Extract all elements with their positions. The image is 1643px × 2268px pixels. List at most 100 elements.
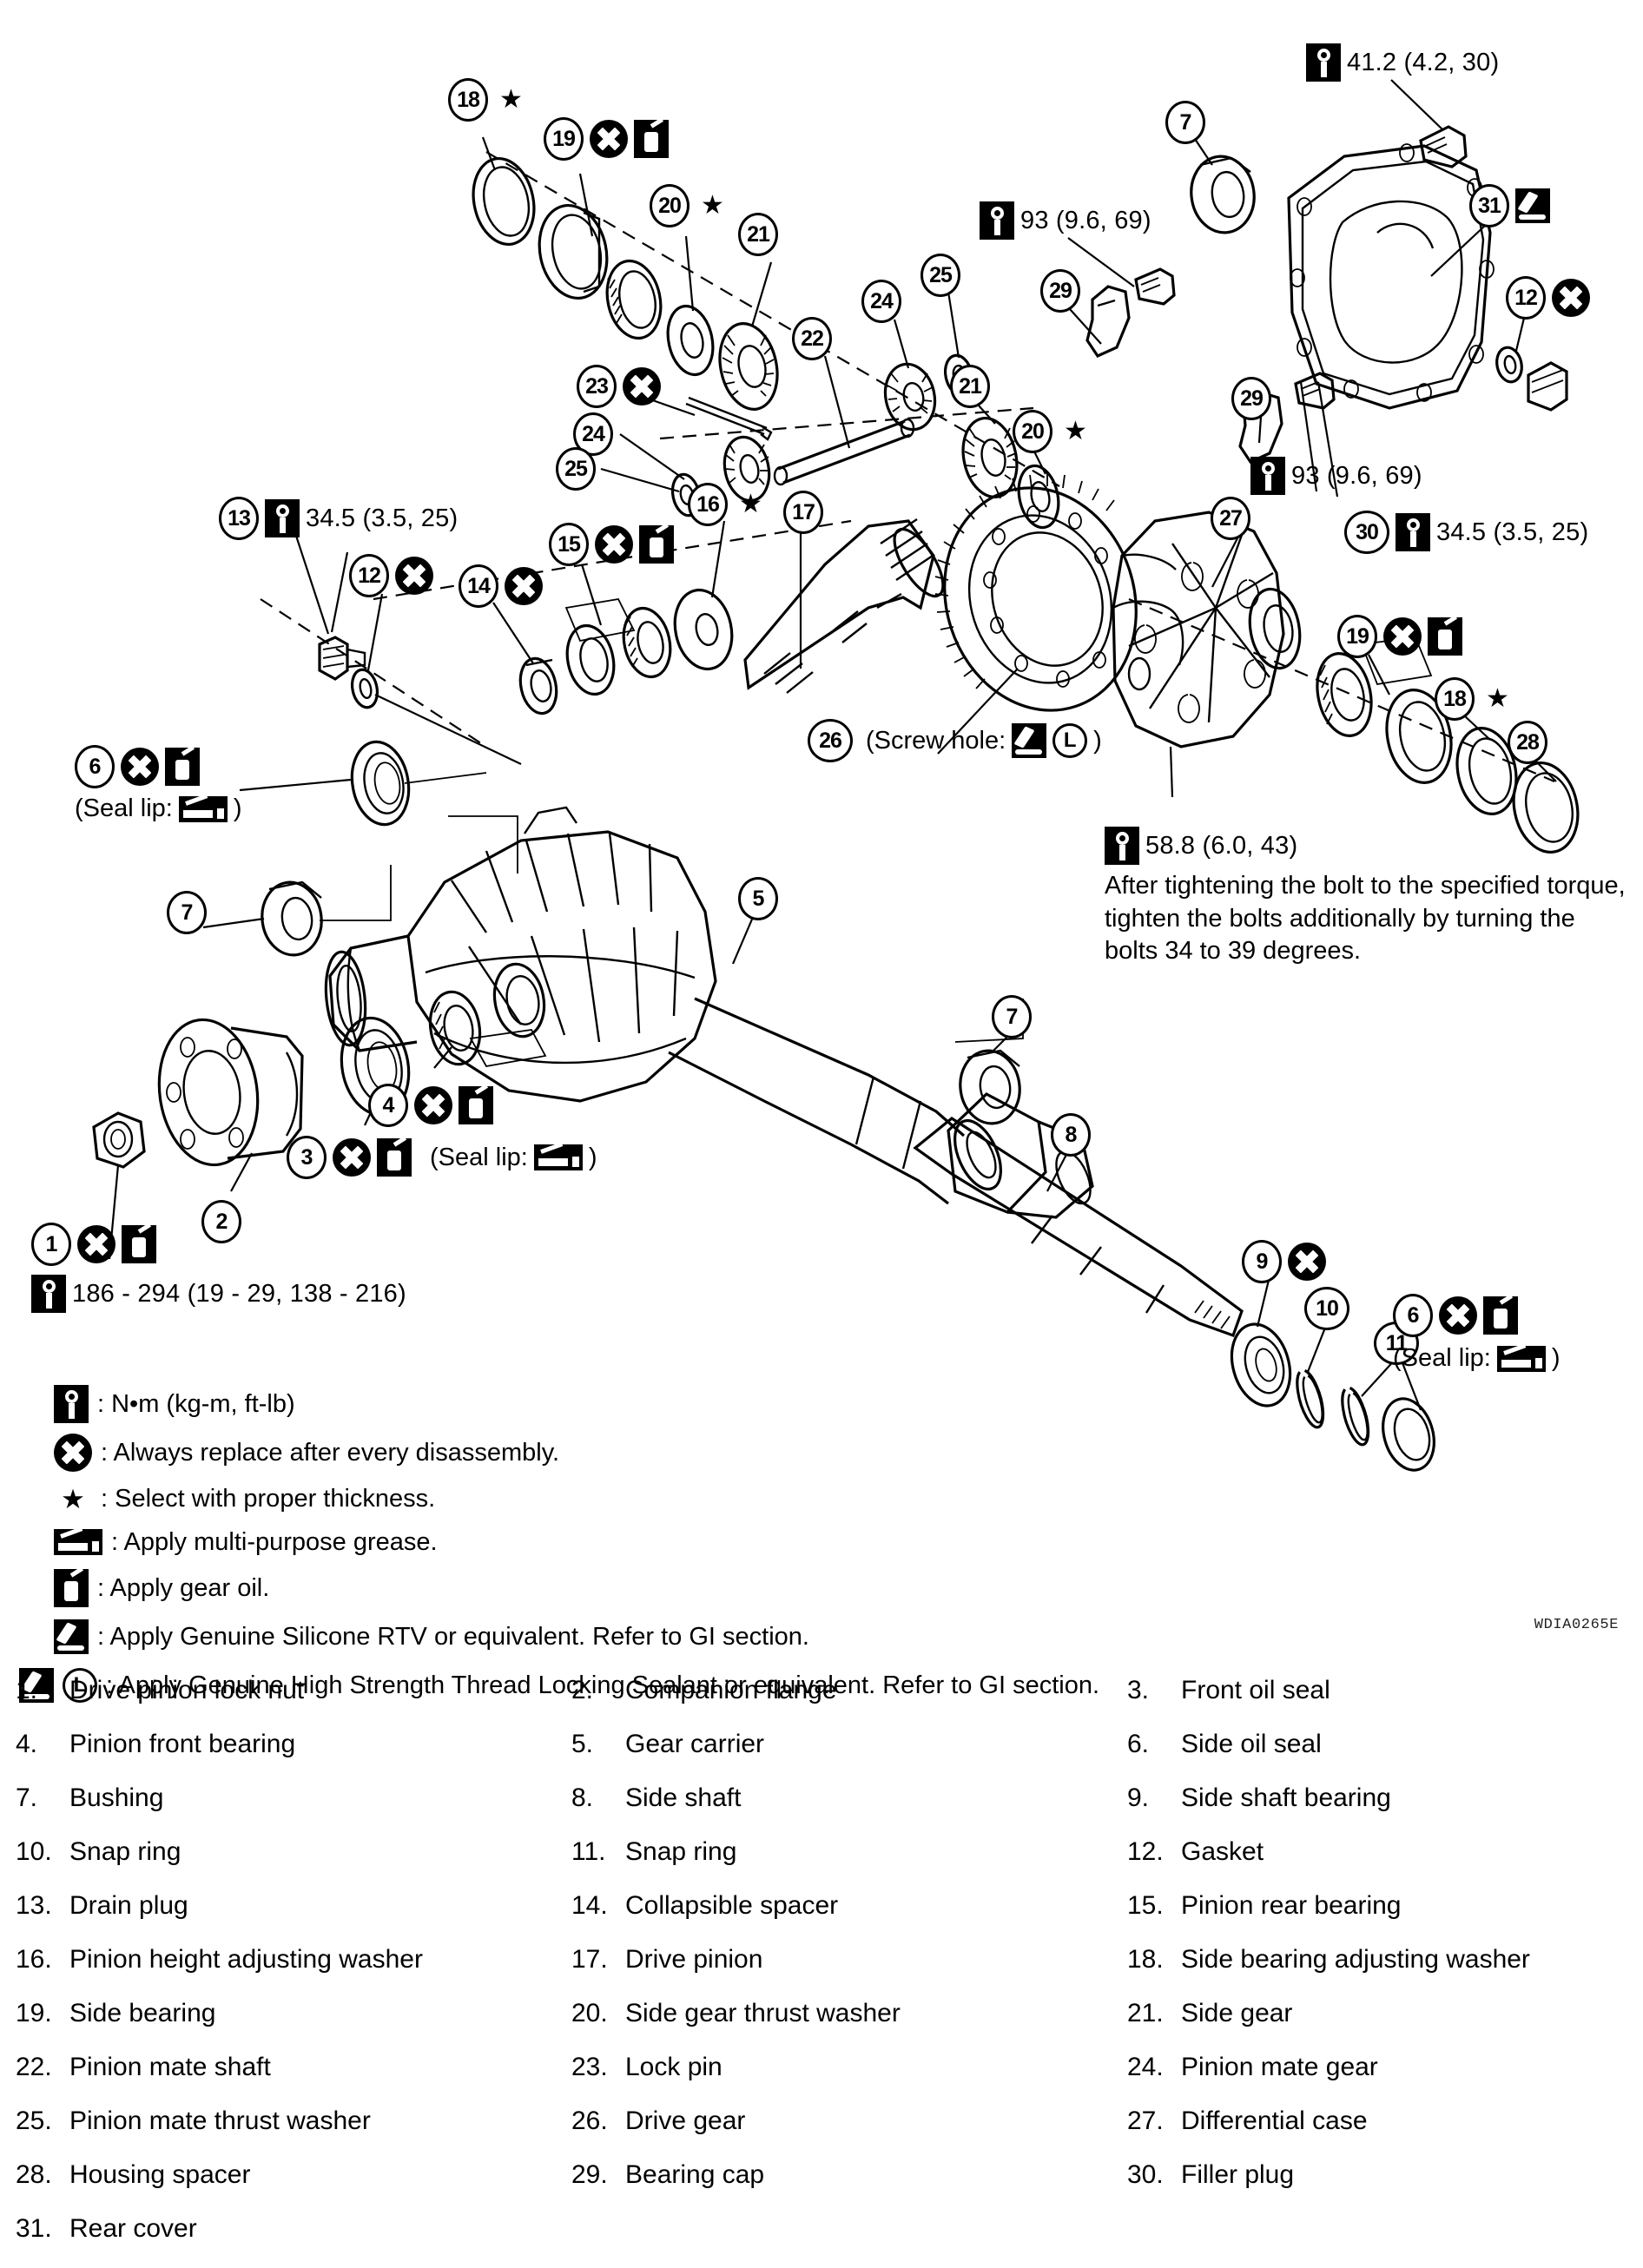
item-bubble: 8 [1051,1113,1091,1157]
part-name: Side bearing adjusting washer [1181,1945,1530,1974]
callout-20-top[interactable]: 20 ★ [650,184,724,227]
callout-9[interactable]: 9 [1242,1240,1326,1283]
callout-12-left[interactable]: 12 [349,554,433,597]
callout-12-right[interactable]: 12 [1506,276,1590,320]
part-item: 26.Drive gear [571,2106,1127,2160]
callout-7-right[interactable]: 7 [992,995,1032,1038]
bolt-note-body: After tightening the bolt to the specifi… [1105,872,1626,966]
callout-31[interactable]: 31 [1469,184,1550,227]
callout-3[interactable]: 3 (Seal lip: ) [287,1136,597,1179]
callout-22[interactable]: 22 [792,317,832,360]
callout-17[interactable]: 17 [783,491,823,534]
part-name: Pinion rear bearing [1181,1891,1402,1920]
part-item: 2.Companion flange [571,1676,1127,1730]
callout-1[interactable]: 1 [31,1223,156,1266]
part-number: 6. [1127,1730,1150,1758]
callout-19-top[interactable]: 19 [544,117,669,161]
callout-19-right[interactable]: 19 [1337,615,1462,658]
part-name: Side gear thrust washer [625,1999,901,2027]
torque-value: 93 (9.6, 69) [1291,461,1422,490]
part-item: 5.Gear carrier [571,1730,1127,1783]
callout-24-left[interactable]: 24 [573,412,613,456]
callout-27[interactable]: 27 [1211,497,1250,540]
callout-8[interactable]: 8 [1051,1113,1091,1157]
callout-14[interactable]: 14 [459,564,543,608]
part-name: Rear cover [69,2214,197,2243]
callout-28[interactable]: 28 [1508,721,1547,764]
torque-value: 41.2 (4.2, 30) [1347,48,1500,76]
callout-10[interactable]: 10 [1304,1287,1349,1330]
part-item: 21.Side gear [1127,1999,1613,2053]
callout-25-right[interactable]: 25 [920,254,960,297]
torque-spec-rear-cover: 41.2 (4.2, 30) [1306,43,1499,82]
gear-oil-icon [459,1086,493,1124]
legend-text: : Select with proper thickness. [101,1484,436,1513]
item-bubble: 4 [368,1084,408,1127]
part-number: 3. [1127,1676,1150,1704]
wrench-icon [1306,43,1341,82]
thread-locking-sealant-icon: L [63,1668,97,1703]
grease-gun-icon [54,1529,102,1555]
part-number: 10. [16,1837,52,1866]
item-bubble: 22 [792,317,832,360]
callout-6-right[interactable]: 6 [1393,1294,1518,1337]
part-name: Side shaft [625,1783,742,1812]
part-number: 2. [571,1676,594,1704]
item-bubble: 29 [1040,269,1080,313]
callout-29-upper[interactable]: 29 [1040,269,1080,313]
item-bubble: 19 [1337,615,1377,658]
item-bubble: 28 [1508,721,1547,764]
item-bubble: 6 [1393,1294,1433,1337]
item-bubble: 20 [1013,410,1052,453]
callout-4[interactable]: 4 [368,1084,493,1127]
part-number: 18. [1127,1945,1164,1974]
parts-row: 1.Drive pinion lock nut 2.Companion flan… [16,1676,1631,1730]
callout-21-right[interactable]: 21 [950,365,990,408]
item-bubble: 27 [1211,497,1250,540]
callout-18-top[interactable]: 18 ★ [448,78,523,122]
callout-15[interactable]: 15 [549,523,674,566]
replace-x-icon [595,525,633,564]
callout-29-lower[interactable]: 29 [1231,377,1271,420]
callout-20-right[interactable]: 20 ★ [1013,410,1087,453]
screw-hole-label: (Screw hole: [866,726,1006,755]
callout-23[interactable]: 23 [577,365,661,408]
callout-24-right[interactable]: 24 [861,280,901,323]
torque-value: 186 - 294 (19 - 29, 138 - 216) [72,1279,406,1308]
callout-2[interactable]: 2 [201,1200,241,1243]
callout-6-left[interactable]: 6 [75,745,200,788]
legend-text: : Apply Genuine High Strength Thread Loc… [106,1671,1100,1699]
part-number: 30. [1127,2160,1164,2189]
part-item: 27.Differential case [1127,2106,1613,2160]
callout-5[interactable]: 5 [738,877,778,920]
part-number: 4. [16,1730,38,1758]
part-name: Pinion mate gear [1181,2053,1378,2081]
callout-18-right[interactable]: 18 ★ [1435,677,1509,721]
item-bubble: 21 [950,365,990,408]
gear-oil-icon [1483,1296,1518,1335]
part-number: 7. [16,1783,38,1812]
replace-x-icon [395,557,433,595]
legend-row-select-thickness: ★ : Select with proper thickness. [54,1481,1530,1516]
part-name: Lock pin [625,2053,723,2081]
callout-25-left[interactable]: 25 [556,447,596,491]
part-name: Filler plug [1181,2160,1295,2189]
callout-16[interactable]: 16 ★ [688,483,762,526]
drawing-reference-code: WDIA0265E [1534,1617,1619,1633]
star-icon: ★ [1486,684,1509,713]
part-item: 15.Pinion rear bearing [1127,1891,1613,1945]
callout-21-top[interactable]: 21 [738,213,778,256]
item-bubble: 18 [1435,677,1475,721]
seal-lip-close: ) [1551,1344,1561,1372]
part-name: Side shaft bearing [1181,1783,1391,1812]
item-bubble: 9 [1242,1240,1282,1283]
part-number: 24. [1127,2053,1164,2081]
callout-7-rear[interactable]: 7 [1165,101,1205,144]
item-bubble: 29 [1231,377,1271,420]
torque-value: 93 (9.6, 69) [1020,206,1151,234]
wrench-icon [54,1385,89,1423]
callout-7-left[interactable]: 7 [167,891,207,934]
part-name: Pinion mate shaft [69,2053,271,2081]
replace-x-icon [623,367,661,405]
